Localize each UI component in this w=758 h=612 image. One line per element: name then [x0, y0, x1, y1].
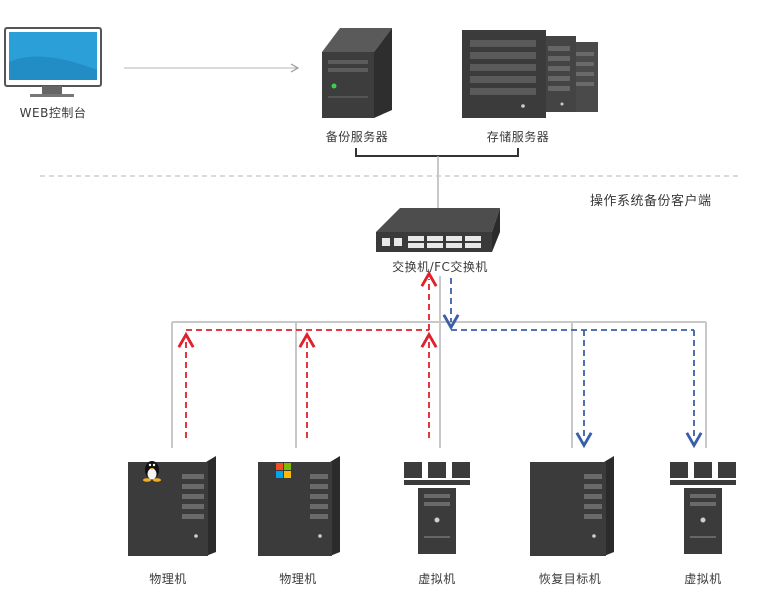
web-console-monitor-icon [4, 27, 102, 97]
tux-icon [143, 461, 161, 482]
virtual-machine-1-icon [404, 462, 470, 554]
backup-server-label: 备份服务器 [325, 130, 389, 144]
restore-target-machine-icon [530, 456, 614, 556]
virtual-machine-1-label: 虚拟机 [418, 572, 456, 586]
windows-logo-icon [276, 463, 291, 478]
physical-machine-2-icon [258, 456, 340, 556]
switch-icon [376, 208, 500, 252]
backup-flow-red [177, 270, 438, 438]
virtual-machine-2-label: 虚拟机 [684, 572, 722, 586]
os-backup-client-label: 操作系统备份客户端 [590, 194, 712, 209]
restore-flow-blue [442, 278, 703, 449]
servers-bracket-line [355, 148, 519, 157]
storage-server-icon [462, 30, 598, 118]
physical-machine-1-label: 物理机 [149, 572, 187, 586]
physical-machine-2-label: 物理机 [279, 572, 317, 586]
virtual-machine-2-icon [670, 462, 736, 554]
restore-target-label: 恢复目标机 [538, 572, 602, 586]
network-links [171, 276, 707, 448]
web-console-label: WEB控制台 [19, 106, 87, 120]
physical-machine-1-icon [128, 456, 216, 556]
backup-server-icon [322, 28, 392, 118]
storage-server-label: 存储服务器 [486, 130, 550, 144]
switch-label: 交换机/FC交换机 [392, 260, 488, 274]
